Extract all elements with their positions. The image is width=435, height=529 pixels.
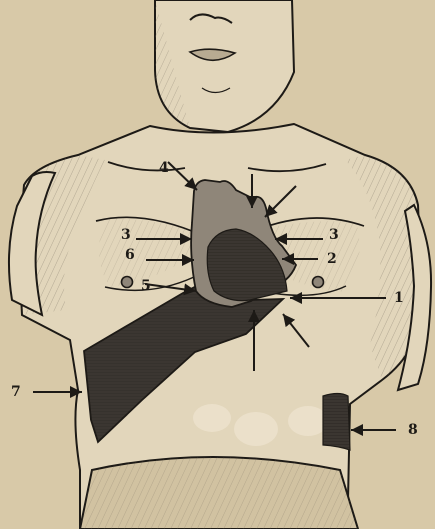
callout-3-right: 3 — [329, 227, 339, 243]
callout-8: 8 — [408, 422, 418, 438]
abdominal-light-patch-3 — [288, 406, 328, 436]
abdominal-light-patch-1 — [193, 404, 231, 432]
abdominal-light-patch-2 — [234, 412, 278, 446]
callout-5: 5 — [141, 278, 151, 294]
right-nipple — [313, 277, 324, 288]
callout-3-left: 3 — [121, 227, 131, 243]
callout-4: 4 — [159, 160, 169, 176]
left-nipple — [122, 277, 133, 288]
callout-7: 7 — [11, 384, 21, 400]
callout-6: 6 — [125, 247, 135, 263]
callout-2: 2 — [327, 251, 337, 267]
callout-1: 1 — [394, 290, 404, 306]
